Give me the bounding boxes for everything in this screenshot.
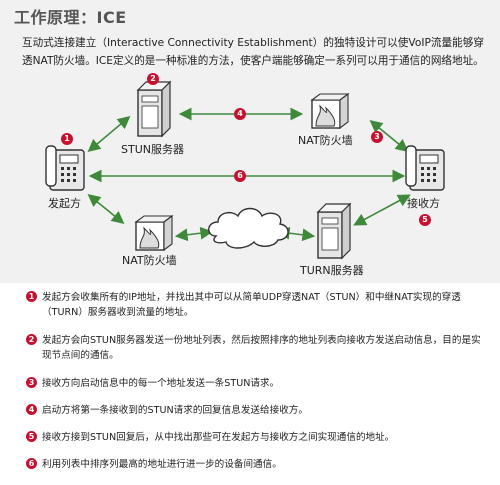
step-item: 5 接收方接到STUN回复后，从中找出那些可在发起方与接收方之间实现通信的地址。 bbox=[26, 430, 481, 445]
turn-server-icon bbox=[316, 202, 352, 260]
nat-firewall-left-icon bbox=[134, 214, 174, 252]
step-text: 发起方会收集所有的IP地址，并找出其中可以从简单UDP穿透NAT（STUN）和中… bbox=[42, 292, 461, 318]
step-item: 1 发起方会收集所有的IP地址，并找出其中可以从简单UDP穿透NAT（STUN）… bbox=[26, 290, 481, 320]
arrow-nat-receiver bbox=[369, 119, 409, 153]
arrow-turn-receiver bbox=[353, 194, 411, 226]
step-text: 启动方将第一条接收到的STUN请求的回复信息发送给接收方。 bbox=[42, 405, 308, 416]
step-text: 利用列表中排序列最高的地址进行进一步的设备间通信。 bbox=[42, 459, 282, 470]
step-text: 发起方会向STUN服务器发送一份地址列表，然后按照排序的地址列表向接收方发送启动… bbox=[42, 335, 481, 361]
badge-receiver: 5 bbox=[419, 214, 431, 226]
step-number: 4 bbox=[26, 404, 37, 415]
badge-nat-right: 3 bbox=[371, 131, 383, 143]
step-number: 2 bbox=[26, 334, 37, 345]
badge-stun: 2 bbox=[147, 73, 159, 85]
arrow-caller-nat-left bbox=[87, 193, 125, 225]
step-item: 4 启动方将第一条接收到的STUN请求的回复信息发送给接收方。 bbox=[26, 403, 481, 418]
step-number: 5 bbox=[26, 431, 37, 442]
turn-server-label: TURN服务器 bbox=[300, 264, 364, 277]
nat-firewall-right-label: NAT防火墙 bbox=[298, 134, 353, 147]
ice-diagram bbox=[45, 80, 445, 260]
receiver-label: 接收方 bbox=[407, 197, 440, 210]
nat-firewall-left-label: NAT防火墙 bbox=[122, 254, 177, 267]
step-text: 接收方接到STUN回复后，从中找出那些可在发起方与接收方之间实现通信的地址。 bbox=[42, 432, 395, 443]
arrow-caller-stun bbox=[87, 115, 131, 153]
step-text: 接收方向启动信息中的每一个地址发送一条STUN请求。 bbox=[42, 378, 280, 389]
badge-caller: 1 bbox=[61, 133, 73, 145]
step-number: 6 bbox=[26, 458, 37, 469]
step-item: 2 发起方会向STUN服务器发送一份地址列表，然后按照排序的地址列表向接收方发送… bbox=[26, 333, 481, 363]
intro-text: 互动式连接建立（Interactive Connectivity Establi… bbox=[22, 37, 484, 67]
nat-firewall-right-icon bbox=[310, 92, 350, 130]
receiver-phone-icon bbox=[405, 145, 445, 191]
internet-cloud-icon bbox=[208, 207, 289, 249]
stun-server-icon bbox=[136, 80, 172, 138]
page-title: 工作原理：ICE bbox=[14, 8, 127, 27]
arrow-nat-cloud bbox=[174, 226, 214, 242]
step-item: 3 接收方向启动信息中的每一个地址发送一条STUN请求。 bbox=[26, 376, 481, 391]
badge-arrow-direct: 6 bbox=[234, 170, 246, 182]
steps-list: 1 发起方会收集所有的IP地址，并找出其中可以从简单UDP穿透NAT（STUN）… bbox=[0, 283, 500, 485]
step-item: 6 利用列表中排序列最高的地址进行进一步的设备间通信。 bbox=[26, 457, 481, 472]
stun-server-label: STUN服务器 bbox=[121, 143, 184, 156]
caller-phone-icon bbox=[45, 145, 85, 191]
badge-arrow-stun-nat: 4 bbox=[234, 108, 246, 120]
step-number: 1 bbox=[26, 291, 37, 302]
caller-label: 发起方 bbox=[48, 197, 81, 210]
step-number: 3 bbox=[26, 377, 37, 388]
